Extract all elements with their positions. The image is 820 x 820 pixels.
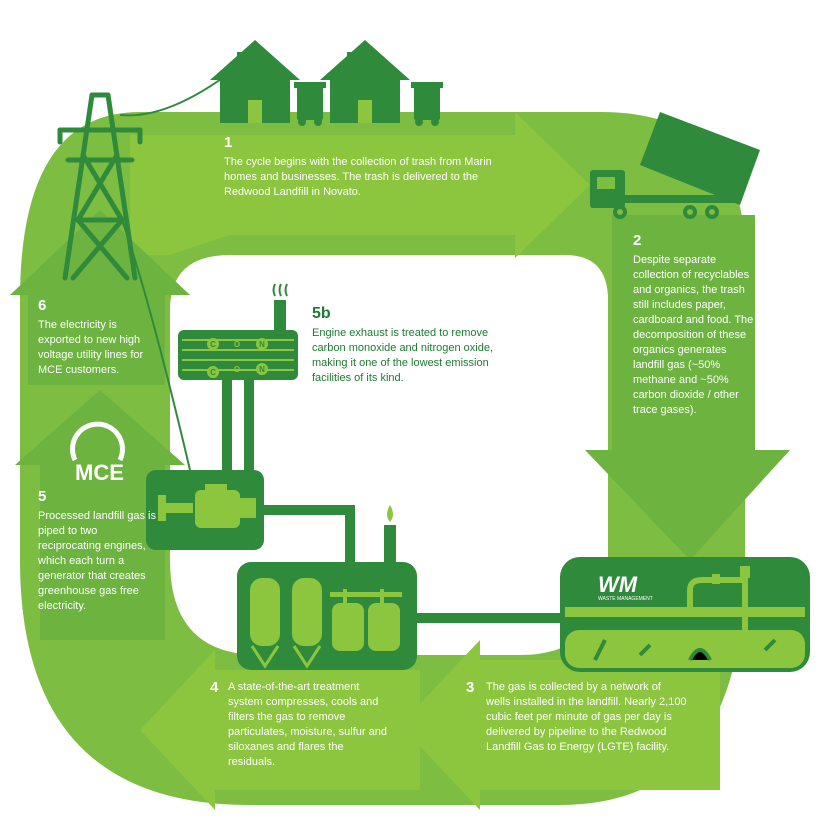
truck-icon: [590, 112, 760, 219]
step-description: Despite separate collection of recyclabl…: [633, 254, 754, 416]
arrow-step-2: [585, 215, 790, 560]
step-6-text: 6 The electricity is exported to new hig…: [38, 297, 156, 378]
exhaust-pipe: [222, 375, 232, 473]
step-number: 5: [38, 488, 47, 505]
arrow-step-6: [10, 210, 190, 385]
wm-logo: WM: [598, 572, 638, 597]
exhaust-treatment-icon: [178, 283, 298, 380]
gas-tank-icon: [237, 562, 417, 670]
step-5b-text: 5b Engine exhaust is treated to remove c…: [312, 305, 507, 386]
landfill-icon: [560, 557, 810, 672]
step-description: A state-of-the-art treatment system comp…: [228, 681, 387, 768]
step-3-text: 3 The gas is collected by a network of w…: [466, 680, 688, 755]
step-number: 1: [224, 134, 233, 151]
exhaust-no-label: N: [259, 340, 265, 349]
wm-logo-subtitle: WASTE MANAGEMENT: [598, 596, 653, 602]
exhaust-no-label: N: [259, 365, 265, 374]
arrow-step-4: [140, 650, 420, 810]
trash-bin-icon: [411, 82, 443, 126]
exhaust-o-label: O: [234, 365, 240, 374]
gas-pipe: [410, 613, 565, 623]
step-5-text: 5 Processed landfill gas is piped to two…: [38, 488, 156, 614]
arrow-step-1: [130, 112, 590, 258]
step-description: The cycle begins with the collection of …: [224, 156, 492, 198]
flare-icon: [384, 505, 396, 565]
step-description: Engine exhaust is treated to remove carb…: [312, 327, 494, 384]
trash-bin-icon: [294, 82, 326, 126]
exhaust-pipe: [244, 375, 254, 473]
step-description: The electricity is exported to new high …: [38, 319, 144, 376]
step-number: 2: [633, 232, 642, 249]
exhaust-co-label: C: [210, 368, 216, 377]
arrow-step-5: [15, 390, 185, 640]
step-description: The gas is collected by a network of wel…: [486, 681, 687, 753]
arrow-step-3: [400, 640, 720, 810]
gas-pipe: [263, 505, 355, 565]
exhaust-o-label: O: [234, 340, 240, 349]
step-4-text: 4 A state-of-the-art treatment system co…: [210, 680, 390, 770]
step-description: Processed landfill gas is piped to two r…: [38, 510, 157, 612]
exhaust-co-label: C: [210, 340, 216, 349]
power-line: [119, 64, 241, 117]
step-number: 5b: [312, 305, 331, 322]
power-tower-icon: [57, 92, 143, 281]
house-icon: [210, 40, 300, 123]
engine-icon: [146, 470, 264, 550]
step-number: 4: [210, 679, 219, 696]
step-2-text: 2 Despite separate collection of recycla…: [633, 232, 758, 418]
mce-logo-text: MCE: [75, 460, 124, 485]
step-number: 6: [38, 297, 47, 314]
house-icon: [320, 40, 410, 123]
step-number: 3: [466, 679, 475, 696]
step-1-text: 1 The cycle begins with the collection o…: [224, 134, 504, 200]
mce-logo: [70, 421, 125, 462]
